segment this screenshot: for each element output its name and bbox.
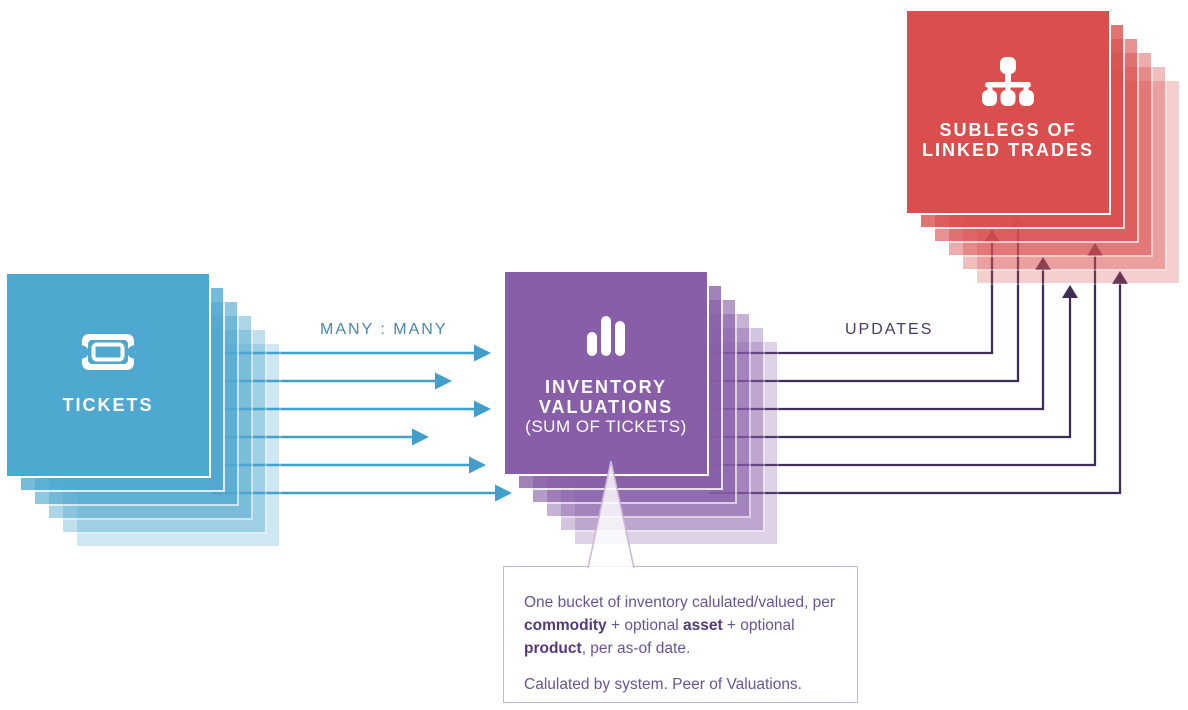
many-to-many-label: MANY : MANY (320, 321, 448, 338)
tooltip: One bucket of inventory calulated/valued… (503, 566, 858, 703)
inventory-label-line2: VALUATIONS (538, 397, 674, 417)
inventory-card: INVENTORY VALUATIONS (SUM OF TICKETS) (503, 270, 709, 476)
tooltip-paragraph-2: Calulated by system. Peer of Valuations. (524, 676, 802, 693)
tickets-node: TICKETS (5, 272, 281, 548)
inventory-sublabel: (SUM OF TICKETS) (525, 417, 687, 436)
updates-label: UPDATES (845, 321, 934, 338)
tooltip-paragraph-1: One bucket of inventory calulated/valued… (524, 594, 836, 657)
inventory-node: INVENTORY VALUATIONS (SUM OF TICKETS) (503, 270, 779, 546)
sublegs-label-line2: LINKED TRADES (921, 140, 1094, 160)
inventory-label-line1: INVENTORY (544, 377, 667, 397)
bar-chart-icon (587, 316, 625, 356)
sublegs-card: SUBLEGS OF LINKED TRADES (905, 9, 1111, 215)
tickets-card: TICKETS (5, 272, 211, 478)
ticket-icon (81, 334, 135, 370)
tickets-label: TICKETS (62, 395, 154, 415)
sublegs-label-line1: SUBLEGS OF (939, 120, 1077, 140)
sublegs-node: SUBLEGS OF LINKED TRADES (905, 9, 1181, 285)
org-chart-icon (982, 57, 1034, 106)
